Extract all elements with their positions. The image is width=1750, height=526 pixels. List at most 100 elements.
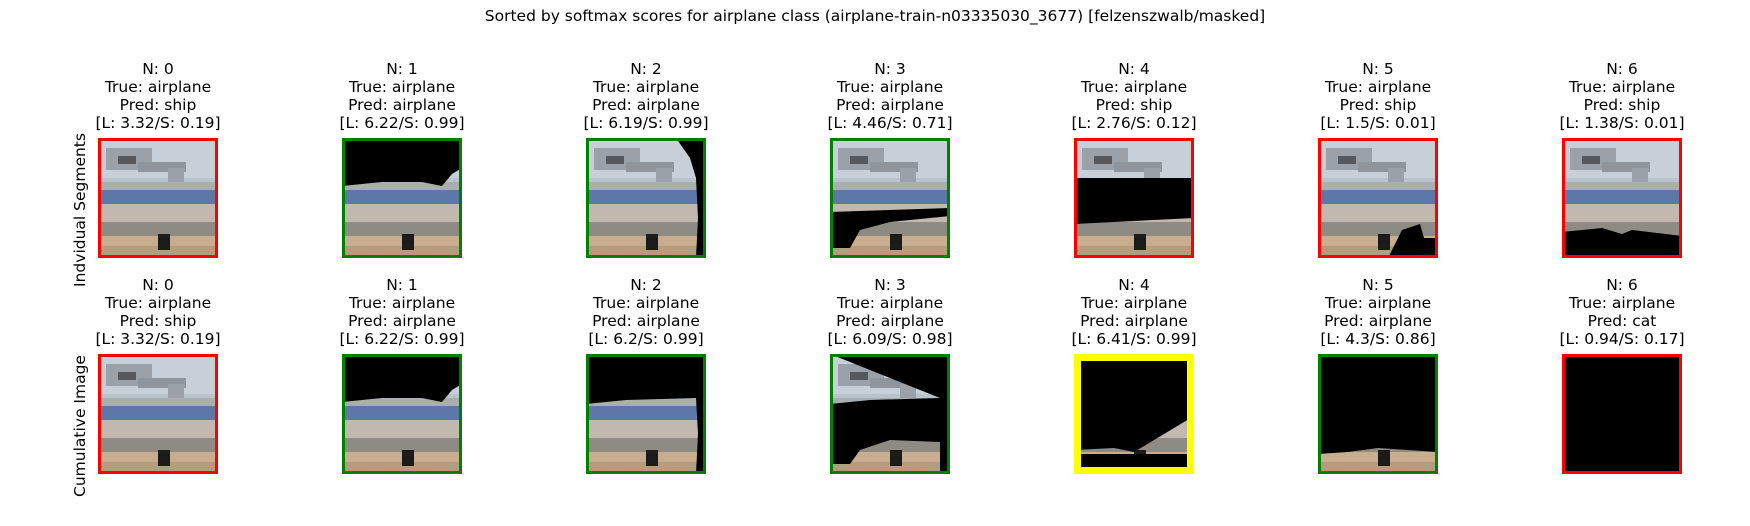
caption-score: [L: 6.2/S: 0.99] bbox=[588, 330, 704, 348]
caption-n: N: 4 bbox=[1118, 276, 1150, 294]
thumbnail-1-5 bbox=[1318, 354, 1438, 474]
segment-image bbox=[830, 354, 950, 474]
caption-pred: Pred: airplane bbox=[348, 312, 456, 330]
caption-score: [L: 6.41/S: 0.99] bbox=[1071, 330, 1197, 348]
caption-score: [L: 1.38/S: 0.01] bbox=[1559, 114, 1685, 132]
caption-score: [L: 6.19/S: 0.99] bbox=[583, 114, 709, 132]
caption-true: True: airplane bbox=[836, 78, 944, 96]
caption-true: True: airplane bbox=[1080, 294, 1188, 312]
caption-true: True: airplane bbox=[1324, 294, 1432, 312]
segment-image bbox=[342, 138, 462, 258]
caption-n: N: 6 bbox=[1606, 276, 1638, 294]
caption-true: True: airplane bbox=[1080, 78, 1188, 96]
caption-true: True: airplane bbox=[592, 294, 700, 312]
thumbnail-1-6 bbox=[1562, 354, 1682, 474]
segment-image bbox=[1562, 138, 1682, 258]
segment-image bbox=[342, 354, 462, 474]
caption-pred: Pred: airplane bbox=[836, 96, 944, 114]
thumbnail-1-2 bbox=[586, 354, 706, 474]
segment-image bbox=[98, 354, 218, 474]
row-label-cumulative-image: Cumulative Image bbox=[71, 355, 89, 497]
thumbnail-1-1 bbox=[342, 354, 462, 474]
caption-pred: Pred: ship bbox=[119, 96, 197, 114]
caption-pred: Pred: ship bbox=[1583, 96, 1661, 114]
segment-image bbox=[1074, 138, 1194, 258]
thumbnail-1-0 bbox=[98, 354, 218, 474]
caption-n: N: 6 bbox=[1606, 60, 1638, 78]
figure-title: Sorted by softmax scores for airplane cl… bbox=[484, 7, 1266, 25]
segment-image bbox=[98, 138, 218, 258]
caption-pred: Pred: airplane bbox=[1080, 312, 1188, 330]
segment-image bbox=[1318, 354, 1438, 474]
caption-true: True: airplane bbox=[1568, 78, 1676, 96]
caption-n: N: 3 bbox=[874, 276, 906, 294]
segment-image bbox=[1562, 354, 1682, 474]
caption-n: N: 0 bbox=[142, 276, 174, 294]
caption-n: N: 3 bbox=[874, 60, 906, 78]
thumbnail-0-3 bbox=[830, 138, 950, 258]
thumbnail-0-4 bbox=[1074, 138, 1194, 258]
caption-true: True: airplane bbox=[1324, 78, 1432, 96]
caption-score: [L: 1.5/S: 0.01] bbox=[1320, 114, 1436, 132]
caption-pred: Pred: airplane bbox=[348, 96, 456, 114]
segment-image bbox=[830, 138, 950, 258]
thumbnail-1-3 bbox=[830, 354, 950, 474]
caption-true: True: airplane bbox=[592, 78, 700, 96]
thumbnail-0-6 bbox=[1562, 138, 1682, 258]
caption-n: N: 2 bbox=[630, 60, 662, 78]
caption-score: [L: 6.22/S: 0.99] bbox=[339, 114, 465, 132]
caption-true: True: airplane bbox=[1568, 294, 1676, 312]
thumbnail-0-1 bbox=[342, 138, 462, 258]
caption-score: [L: 0.94/S: 0.17] bbox=[1559, 330, 1685, 348]
thumbnail-0-5 bbox=[1318, 138, 1438, 258]
caption-pred: Pred: ship bbox=[1095, 96, 1173, 114]
thumbnail-0-2 bbox=[586, 138, 706, 258]
caption-score: [L: 3.32/S: 0.19] bbox=[95, 114, 221, 132]
caption-pred: Pred: ship bbox=[1339, 96, 1417, 114]
caption-pred: Pred: airplane bbox=[592, 312, 700, 330]
caption-n: N: 5 bbox=[1362, 276, 1394, 294]
caption-n: N: 0 bbox=[142, 60, 174, 78]
caption-pred: Pred: airplane bbox=[836, 312, 944, 330]
caption-n: N: 2 bbox=[630, 276, 662, 294]
caption-true: True: airplane bbox=[348, 294, 456, 312]
caption-score: [L: 2.76/S: 0.12] bbox=[1071, 114, 1197, 132]
caption-pred: Pred: cat bbox=[1587, 312, 1657, 330]
thumbnail-1-4 bbox=[1074, 354, 1194, 474]
caption-score: [L: 3.32/S: 0.19] bbox=[95, 330, 221, 348]
segment-image bbox=[1074, 354, 1194, 474]
thumbnail-0-0 bbox=[98, 138, 218, 258]
segment-image bbox=[1318, 138, 1438, 258]
caption-true: True: airplane bbox=[104, 294, 212, 312]
caption-n: N: 1 bbox=[386, 276, 418, 294]
segment-image bbox=[586, 138, 706, 258]
caption-pred: Pred: airplane bbox=[1324, 312, 1432, 330]
caption-true: True: airplane bbox=[104, 78, 212, 96]
caption-score: [L: 4.46/S: 0.71] bbox=[827, 114, 953, 132]
caption-pred: Pred: airplane bbox=[592, 96, 700, 114]
caption-score: [L: 4.3/S: 0.86] bbox=[1320, 330, 1436, 348]
caption-score: [L: 6.22/S: 0.99] bbox=[339, 330, 465, 348]
caption-true: True: airplane bbox=[348, 78, 456, 96]
segment-image bbox=[586, 354, 706, 474]
caption-pred: Pred: ship bbox=[119, 312, 197, 330]
caption-n: N: 1 bbox=[386, 60, 418, 78]
figure: Sorted by softmax scores for airplane cl… bbox=[48, 7, 1732, 497]
caption-n: N: 4 bbox=[1118, 60, 1150, 78]
caption-true: True: airplane bbox=[836, 294, 944, 312]
caption-n: N: 5 bbox=[1362, 60, 1394, 78]
